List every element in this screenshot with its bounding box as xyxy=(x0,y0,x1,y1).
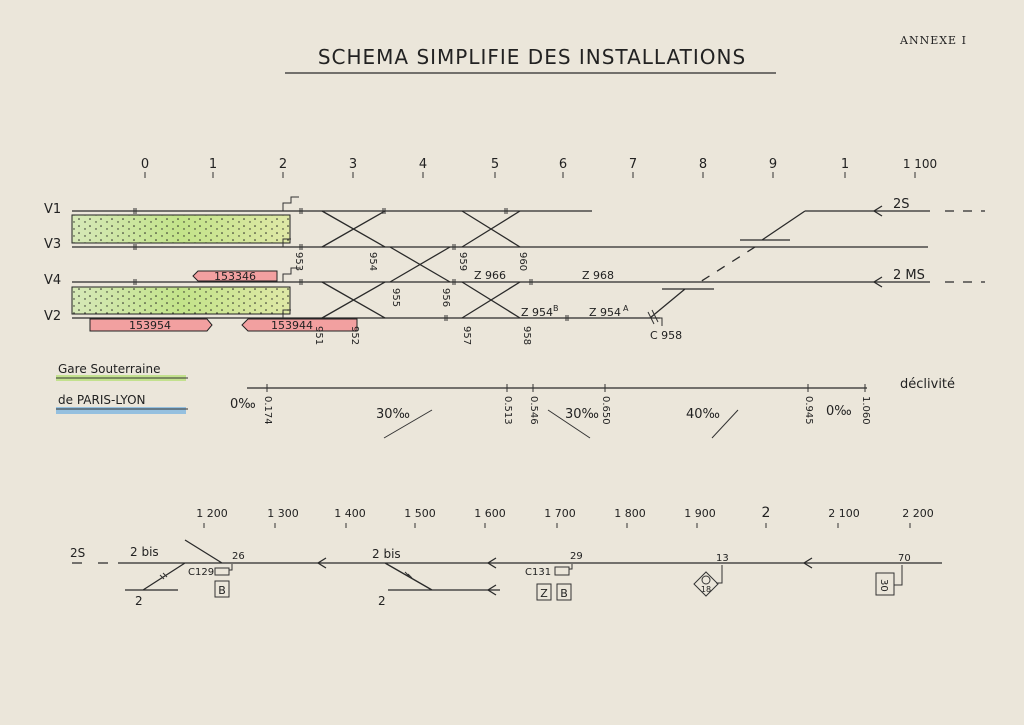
track-circuit-153346: 153346 xyxy=(192,270,278,283)
svg-text:0.513: 0.513 xyxy=(502,396,513,425)
line-label-2ms: 2 MS xyxy=(893,268,925,283)
scale-label: 0 xyxy=(141,157,149,172)
scale-label: 6 xyxy=(559,157,567,172)
zone-z954a-sup: A xyxy=(623,304,629,313)
svg-text:952: 952 xyxy=(349,326,360,345)
svg-text:1 900: 1 900 xyxy=(684,507,716,520)
signal-13: 13 xyxy=(716,553,729,564)
gradient-title: déclivité xyxy=(900,377,955,392)
svg-text:1.060: 1.060 xyxy=(860,396,871,425)
svg-text:1 400: 1 400 xyxy=(334,507,366,520)
page-title: SCHEMA SIMPLIFIE DES INSTALLATIONS xyxy=(318,45,746,69)
svg-text:30‰: 30‰ xyxy=(565,407,599,422)
svg-text:956: 956 xyxy=(440,288,451,307)
svg-text:0.546: 0.546 xyxy=(528,396,539,425)
svg-text:Gare Souterraine: Gare Souterraine xyxy=(58,362,161,376)
track-label-v4: V4 xyxy=(44,273,61,288)
diamond-sign: 18 xyxy=(701,585,711,594)
svg-text:953: 953 xyxy=(293,252,304,271)
scale-label: 2 xyxy=(279,157,287,172)
svg-text:0.174: 0.174 xyxy=(262,396,273,425)
track-circuit-153944: 153944 xyxy=(241,318,358,332)
svg-text:40‰: 40‰ xyxy=(686,407,720,422)
svg-text:959: 959 xyxy=(457,252,468,271)
top-scale: 0 1 2 3 4 5 6 7 8 9 1 1 100 xyxy=(141,157,937,178)
svg-text:1 200: 1 200 xyxy=(196,507,228,520)
svg-text:153944: 153944 xyxy=(271,319,313,332)
bottom-scale: 1 200 1 300 1 400 1 500 1 600 1 700 1 80… xyxy=(196,505,934,528)
box-z: Z xyxy=(540,587,548,600)
scale-ticks xyxy=(144,172,916,178)
svg-text:2: 2 xyxy=(762,505,771,521)
zone-z966: Z 966 xyxy=(474,269,506,282)
circuit-c131: C131 xyxy=(525,567,551,578)
zone-z954b: Z 954 xyxy=(521,306,553,319)
gradient-profile: déclivité 0.174 0.513 0.546 0.650 0.945 … xyxy=(230,377,955,439)
signal-26: 26 xyxy=(232,551,245,562)
switch-numbers: 953 954 955 956 959 960 951 952 957 958 xyxy=(293,252,532,345)
speed-board-30: 30 xyxy=(878,579,889,592)
track-2-right: 2 xyxy=(378,594,386,608)
line-label-2s-bottom: 2S xyxy=(70,546,85,560)
scale-label: 9 xyxy=(769,157,777,172)
scale-label: 1 100 xyxy=(903,157,937,171)
svg-text:1 300: 1 300 xyxy=(267,507,299,520)
svg-text:1 600: 1 600 xyxy=(474,507,506,520)
box-b-left: B xyxy=(218,584,226,597)
zone-z968: Z 968 xyxy=(582,269,614,282)
svg-text:2 100: 2 100 xyxy=(828,507,860,520)
svg-text:0‰: 0‰ xyxy=(826,404,852,419)
svg-text:958: 958 xyxy=(521,326,532,345)
track-label-v1: V1 xyxy=(44,202,61,217)
scale-label: 1 xyxy=(841,157,849,172)
svg-text:153954: 153954 xyxy=(129,319,171,332)
track-label-v3: V3 xyxy=(44,237,61,252)
svg-text:0.650: 0.650 xyxy=(600,396,611,425)
annex-label: ANNEXE I xyxy=(899,34,967,47)
track-circuit-153954: 153954 xyxy=(89,318,213,332)
line-label-2s: 2S xyxy=(893,197,910,212)
signal-70: 70 xyxy=(898,553,911,564)
scale-label: 4 xyxy=(419,157,427,172)
svg-text:960: 960 xyxy=(517,252,528,271)
svg-text:954: 954 xyxy=(367,252,378,271)
station-legend: Gare Souterraine de PARIS-LYON xyxy=(56,362,188,414)
svg-text:0‰: 0‰ xyxy=(230,397,256,412)
zone-z954b-sup: B xyxy=(553,304,559,313)
track-2bis-left: 2 bis xyxy=(130,545,159,559)
track-2bis-right: 2 bis xyxy=(372,547,401,561)
scale-label: 5 xyxy=(491,157,499,172)
svg-text:1 800: 1 800 xyxy=(614,507,646,520)
circuit-c129: C129 xyxy=(188,567,214,578)
svg-text:de PARIS-LYON: de PARIS-LYON xyxy=(58,393,146,407)
circuit-c958: C 958 xyxy=(650,329,682,342)
scale-label: 8 xyxy=(699,157,707,172)
svg-text:957: 957 xyxy=(461,326,472,345)
zone-z954a: Z 954 xyxy=(589,306,621,319)
svg-text:955: 955 xyxy=(390,288,401,307)
svg-text:153346: 153346 xyxy=(214,270,256,283)
scale-label: 1 xyxy=(209,157,217,172)
svg-text:951: 951 xyxy=(313,326,324,345)
svg-text:1 700: 1 700 xyxy=(544,507,576,520)
bottom-line-diagram: 2S 2 bis 2 C129 26 B 2 bis 2 C131 29 Z B… xyxy=(70,539,942,608)
svg-text:0.945: 0.945 xyxy=(803,396,814,425)
track-2-left: 2 xyxy=(135,594,143,608)
svg-text:30‰: 30‰ xyxy=(376,407,410,422)
svg-text:2 200: 2 200 xyxy=(902,507,934,520)
box-b-right: B xyxy=(560,587,568,600)
tracks xyxy=(72,196,985,326)
svg-text:1 500: 1 500 xyxy=(404,507,436,520)
scale-label: 7 xyxy=(629,157,637,172)
signal-29: 29 xyxy=(570,551,583,562)
scale-label: 3 xyxy=(349,157,357,172)
track-label-v2: V2 xyxy=(44,309,61,324)
